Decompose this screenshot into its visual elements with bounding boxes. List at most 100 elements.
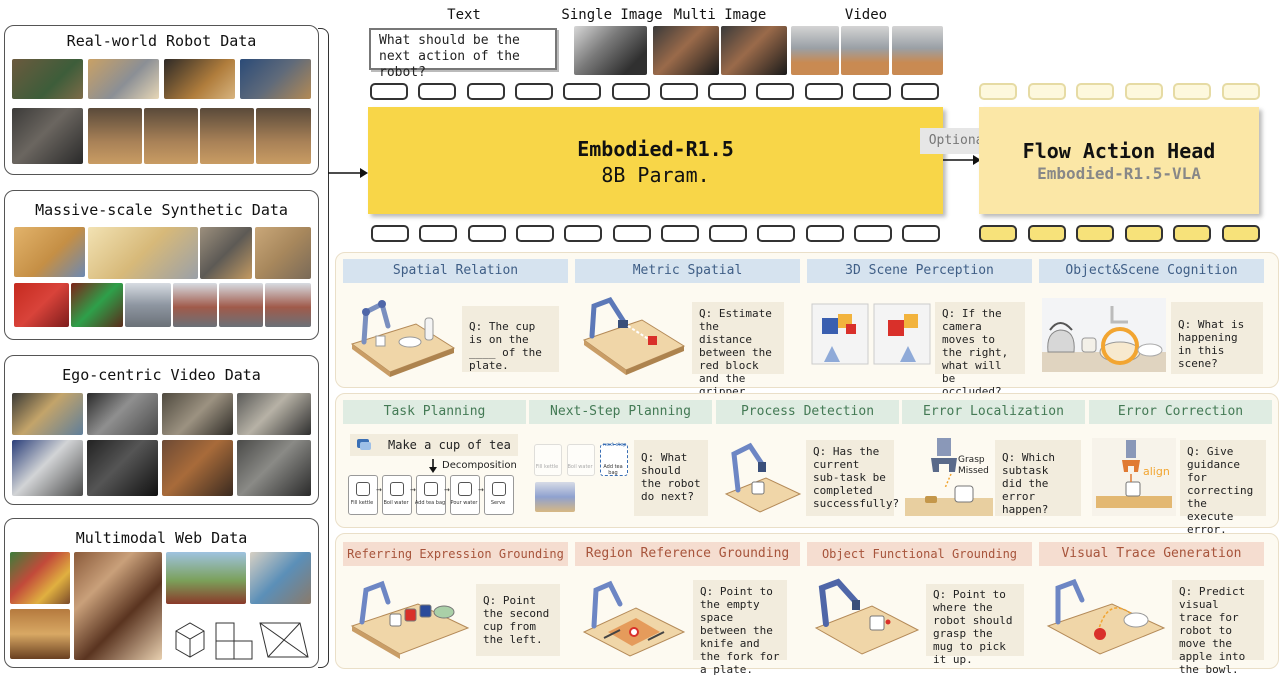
plan-step-label: Add tea bag [414,500,446,506]
token [1027,83,1066,100]
task-question: Q: Has the current sub-task be completed… [806,440,899,516]
token [757,225,796,242]
next-step-badge: next step [603,442,627,448]
token [1076,83,1114,100]
synthetic-thumb [125,283,171,327]
synthetic-thumb [173,283,217,327]
task-question: Q: What should the robot do next? [634,440,708,516]
token [1027,225,1066,242]
web-thumb [250,552,311,604]
token [467,225,506,242]
token [466,83,505,100]
task-header-task-planning: Task Planning [343,400,526,424]
flow-action-head-block: Flow Action Head Embodied-R1.5-VLA [979,107,1259,214]
panel-real-world-robot-data: Real-world Robot Data [4,25,319,175]
task-planning-instruction: Make a cup of tea [388,438,511,452]
model-name: Embodied-R1.5 [577,137,734,161]
video-frame-thumb [892,26,943,75]
token [979,225,1017,242]
action-head-name: Flow Action Head [1022,139,1216,163]
token [756,83,795,100]
task-question: Q: Predict visual trace for robot to mov… [1172,580,1264,676]
ego-thumb [162,393,233,435]
token [1221,225,1260,242]
arrow-right-icon: → [478,486,484,494]
task-question: Q: Point to where the robot should grasp… [926,584,1024,666]
token [1173,83,1211,100]
synthetic-thumb [265,283,311,327]
error-correction-illustration [1092,438,1176,516]
synthetic-thumb [14,283,69,327]
task-question: Q: If the camera moves to the right, wha… [935,302,1025,398]
synthetic-thumb [88,227,198,279]
robot-thumb [88,108,142,164]
task-header-referring-expression-grounding: Referring Expression Grounding [343,542,568,566]
visual-trace-illustration [1046,578,1166,655]
token [709,225,748,242]
token [1076,225,1114,242]
plan-step-icon [390,482,404,496]
token [515,225,554,242]
task-header-spatial-relation: Spatial Relation [343,259,568,283]
plan-step-icon [492,482,506,496]
process-detection-illustration [724,442,802,513]
token [1124,225,1163,242]
task-header-next-step-planning: Next-Step Planning [529,400,712,424]
plan-step-label: Fill kettle [350,500,374,506]
robot-thumb [12,59,83,99]
input-label-video: Video [844,7,888,23]
video-frame-thumb [841,26,889,75]
token [853,83,891,100]
task-question: Q: Give guidance for correcting the exec… [1180,440,1266,536]
single-image-thumb [574,26,647,75]
token [1173,225,1211,242]
token [418,83,457,100]
token [371,225,409,242]
next-step-robot-thumb [535,482,575,512]
arrow-down-icon [429,459,437,473]
token [979,83,1017,100]
robot-thumb [88,59,159,99]
chat-icon [357,439,371,450]
ego-thumb [237,440,311,496]
token [563,83,602,100]
synthetic-thumb [219,283,263,327]
token [612,225,651,242]
task-header-metric-spatial: Metric Spatial [575,259,800,283]
action-head-subtitle: Embodied-R1.5-VLA [1037,164,1201,183]
task-header-region-reference-grounding: Region Reference Grounding [575,542,800,566]
task-header-visual-trace-generation: Visual Trace Generation [1039,542,1264,566]
token [611,83,650,100]
video-frame-thumb [791,26,839,75]
task-question: Q: Which subtask did the error happen? [995,440,1081,516]
next-step-label: Add tea bag [603,464,623,476]
grasp-missed-label: Grasp Missed [958,455,989,476]
ego-thumb [12,440,83,496]
task-question: Q: Point the second cup from the left. [476,584,560,656]
web-thumb [166,552,246,604]
panel-multimodal-web-data: Multimodal Web Data [4,518,319,668]
ego-thumb [162,440,233,496]
scene-cognition-illustration [1042,298,1166,372]
task-question: Q: Estimate the distance between the red… [692,302,784,398]
task-header-error-localization: Error Localization [902,400,1085,424]
input-label-multi-image: Multi Image [673,7,767,23]
token [659,83,698,100]
next-step-box [600,444,628,476]
referring-grounding-illustration [350,580,470,659]
error-localization-illustration [905,438,993,516]
embodied-model-block: Embodied-R1.5 8B Param. [368,107,943,214]
plan-step-label: Boil water [383,500,409,506]
token [805,225,844,242]
task-question: Q: What is happening in this scene? [1171,302,1263,374]
token [854,225,892,242]
synthetic-thumb [71,283,123,327]
robot-thumb [200,108,254,164]
task-planning-instruction-box [350,434,518,456]
decomposition-label: Decomposition [442,460,517,471]
region-grounding-illustration [582,580,686,657]
synthetic-thumb [255,227,311,279]
robot-thumb [12,108,83,164]
task-header-object-scene-cognition: Object&Scene Cognition [1039,259,1264,283]
token [1124,83,1163,100]
